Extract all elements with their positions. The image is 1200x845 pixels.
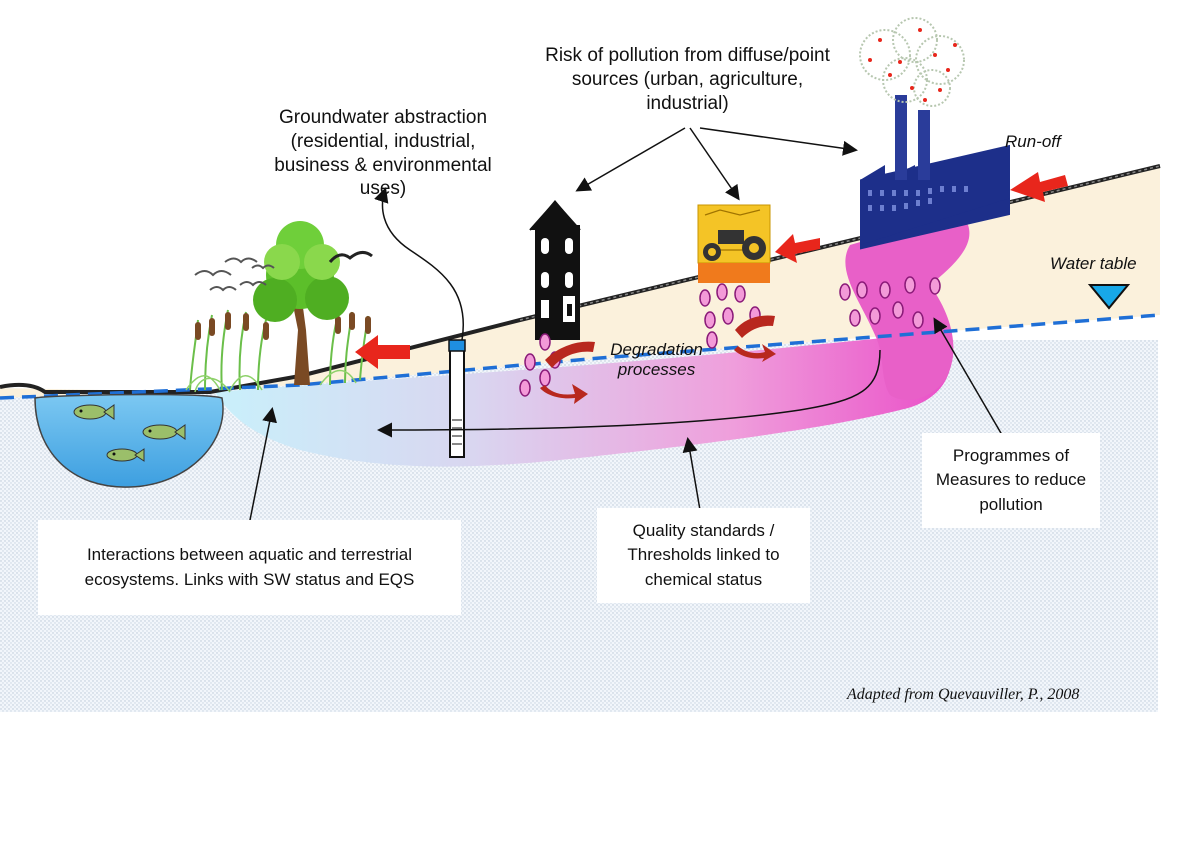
water-table-label: Water table [1050, 254, 1137, 273]
degradation-arrows [540, 315, 776, 404]
groundwater-abstraction-label: Groundwater abstraction (residential, in… [274, 107, 492, 200]
reeds-icon [185, 309, 371, 393]
credit-label: Adapted from Quevauviller, P., 2008 [847, 686, 1080, 703]
tree-icon [253, 221, 349, 385]
fish-icon [73, 404, 186, 462]
red-arrow-runoff [1010, 172, 1068, 202]
risk-of-pollution-label: Risk of pollution from diffuse/point sou… [545, 45, 830, 114]
quality-standards-box: Quality standards / Thresholds linked to… [597, 508, 810, 603]
well-icon [448, 339, 466, 458]
ground-surface [0, 164, 1161, 394]
interactions-box: Interactions between aquatic and terrest… [38, 520, 461, 615]
red-arrow-wetland [355, 335, 410, 369]
pollution-plume-source [845, 221, 970, 400]
water-table-triangle-icon [1087, 284, 1131, 310]
programmes-of-measures-box: Programmes of Measures to reduce polluti… [922, 433, 1100, 528]
birds-icon [194, 251, 373, 292]
house-icon [529, 200, 581, 340]
water-table-line [0, 313, 1161, 400]
tractor-icon [697, 204, 771, 283]
pollutant-droplets [519, 276, 941, 397]
factory-icon [859, 17, 1010, 250]
degradation-processes-label: Degradation processes [610, 340, 703, 380]
red-arrow-agriculture [775, 234, 820, 263]
run-off-label: Run-off [1005, 132, 1061, 151]
